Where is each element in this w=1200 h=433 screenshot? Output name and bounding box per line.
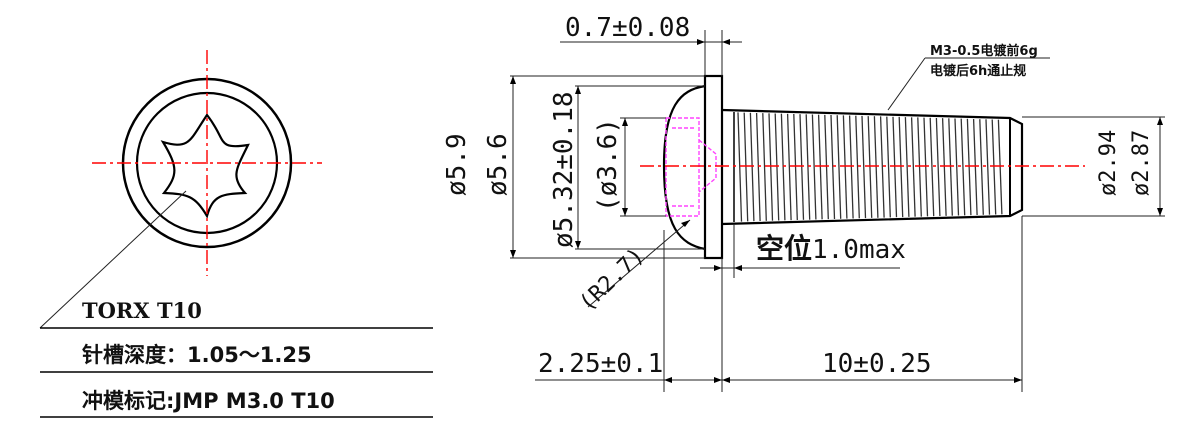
label-drive: TORX T10 bbox=[82, 298, 202, 323]
thread-hatching bbox=[737, 112, 1003, 222]
recess-outline bbox=[665, 117, 700, 217]
note-thread-line1: M3-0.5电镀前6g bbox=[930, 43, 1038, 59]
dim-head-thickness: 0.7±0.08 bbox=[565, 13, 690, 43]
head-dome bbox=[662, 84, 706, 251]
label-mark: 冲模标记:JMP M3.0 T10 bbox=[82, 389, 335, 413]
label-depth: 针槽深度：1.05～1.25 bbox=[82, 343, 312, 367]
note-thread-line2: 电镀后6h通止规 bbox=[930, 63, 1026, 79]
dim-thread-minor: ø2.87 bbox=[1129, 130, 1154, 196]
dim-head-dia-outer: ø5.9 bbox=[442, 133, 472, 196]
dim-bearing-dia: ø5.32±0.18 bbox=[549, 91, 579, 248]
head-flange bbox=[703, 74, 724, 260]
dim-head-length: 2.25±0.1 bbox=[538, 349, 663, 379]
dimension-texts: 0.7±0.08 ø5.9 ø5.6 ø5.32±0.18 (ø3.6) (R2… bbox=[442, 13, 1154, 379]
dim-undercut-value: 1.0max bbox=[812, 235, 906, 265]
leader-torx bbox=[39, 190, 187, 329]
torx-recess-icon bbox=[160, 113, 250, 219]
dim-thread-length: 10±0.25 bbox=[822, 349, 932, 379]
dim-radius: (R2.7) bbox=[575, 243, 650, 316]
dim-head-dia: ø5.6 bbox=[483, 133, 513, 196]
label-table: TORX T10 针槽深度：1.05～1.25 冲模标记:JMP M3.0 T1… bbox=[40, 298, 433, 418]
dimension-lines bbox=[510, 30, 1165, 392]
dim-undercut-keyword: 空位 bbox=[756, 232, 812, 265]
shank-outline bbox=[721, 108, 1024, 226]
dim-recess-dia: (ø3.6) bbox=[593, 118, 623, 212]
head-top-view bbox=[39, 50, 322, 329]
screw-side-view bbox=[640, 74, 1085, 260]
dim-thread-major: ø2.94 bbox=[1096, 130, 1121, 196]
